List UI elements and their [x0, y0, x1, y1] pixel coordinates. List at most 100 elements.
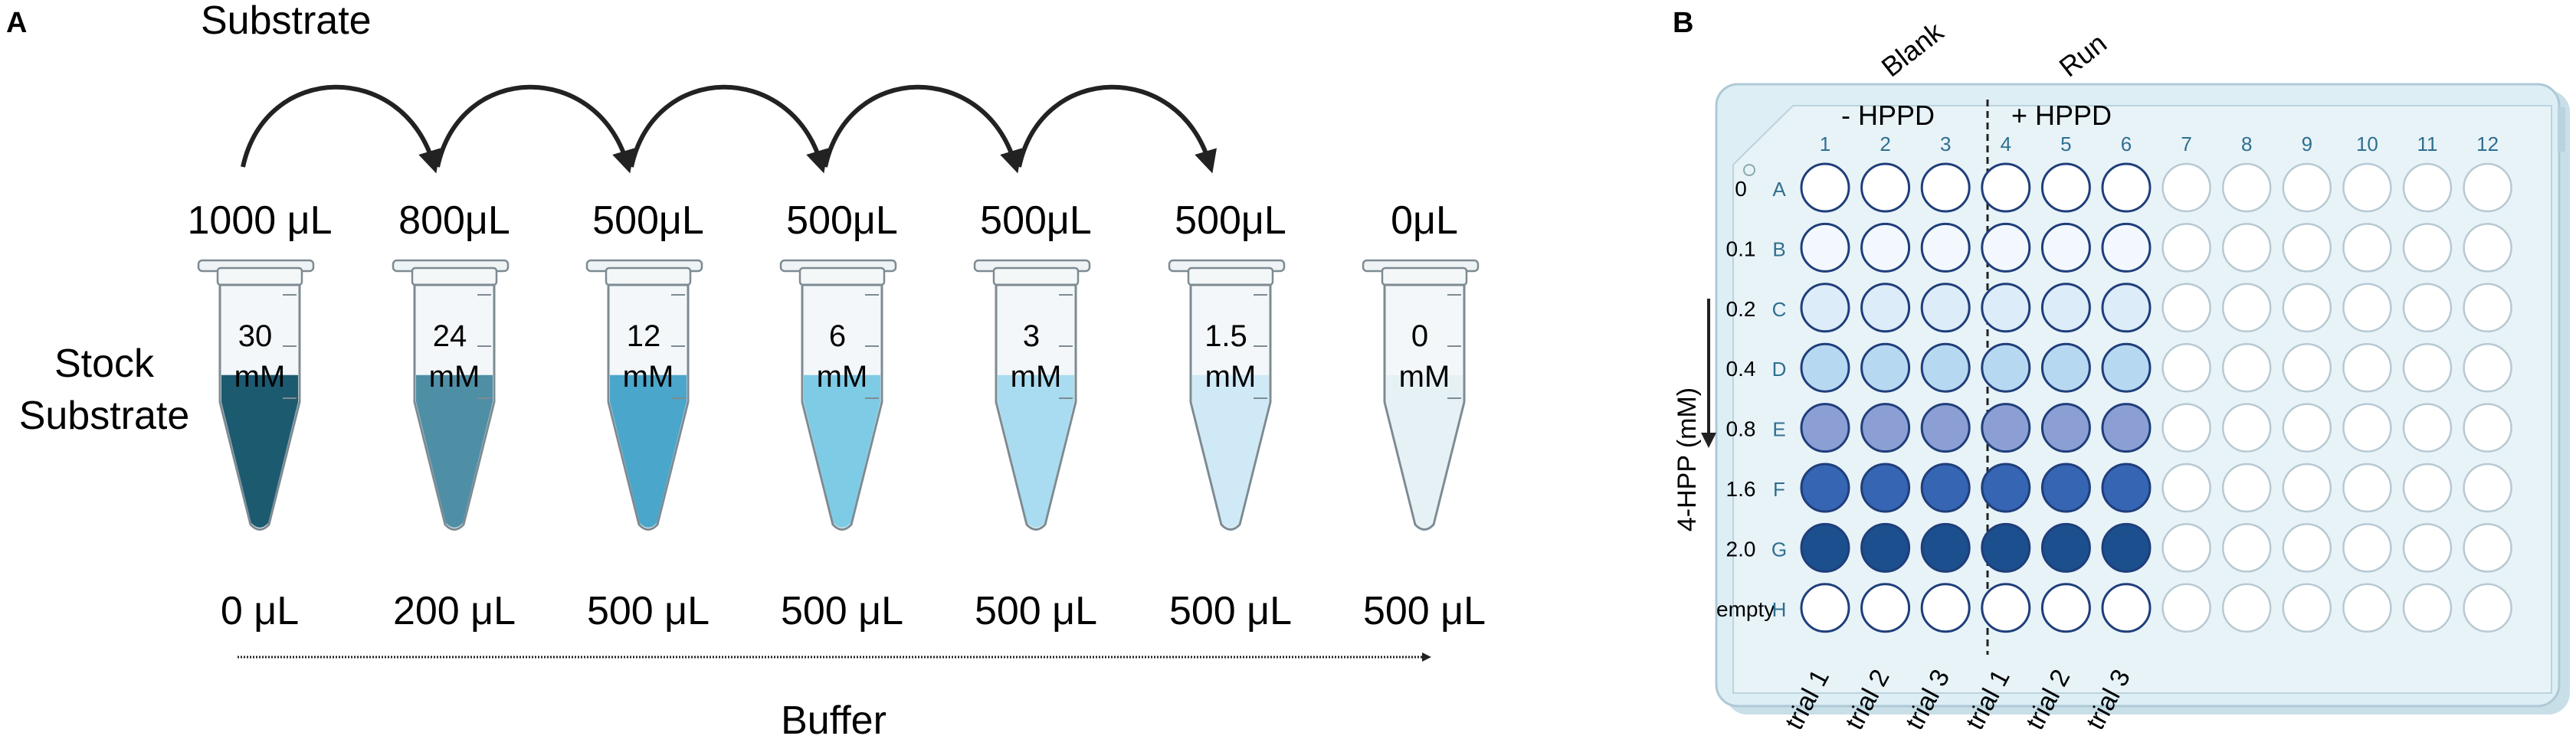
column-header: 7: [2181, 132, 2191, 155]
well-H8: [2221, 583, 2272, 633]
tube-liquid: [998, 374, 1074, 528]
well-B7: [2161, 223, 2211, 273]
well-G12: [2463, 523, 2512, 573]
well-H12: [2463, 583, 2512, 633]
column-header: 11: [2417, 132, 2438, 155]
well-F7: [2161, 463, 2211, 513]
transfer-arrow: [629, 84, 828, 174]
tube-cap: [216, 266, 303, 286]
row-letter: E: [1772, 418, 1785, 441]
row-letter: F: [1773, 478, 1785, 501]
well-C9: [2282, 283, 2332, 333]
tube-liquid: [1386, 374, 1463, 528]
plate-body: [1715, 83, 2561, 708]
well-A2: [1860, 162, 1911, 213]
well-A12: [2463, 162, 2512, 213]
tube-unit: mM: [1205, 360, 1257, 394]
minus-hppd-label: - HPPD: [1841, 100, 1935, 131]
tube-concentration: 24: [433, 319, 467, 353]
transfer-arrow: [823, 84, 1022, 174]
well-G3: [1920, 522, 1971, 573]
tube-cap: [992, 266, 1080, 286]
tube-top-volume: 500μL: [1175, 198, 1286, 243]
well-D7: [2161, 342, 2211, 393]
well-A9: [2282, 162, 2332, 213]
well-E4: [1981, 403, 2031, 453]
row-letter: H: [1772, 598, 1787, 621]
tube-cap: [1187, 266, 1274, 286]
well-B3: [1920, 222, 1971, 273]
tube-top-volume: 500μL: [592, 198, 704, 243]
column-header: 9: [2302, 132, 2312, 155]
well-G8: [2221, 523, 2272, 573]
row-value-label: 0.4: [1726, 357, 1756, 381]
run-label: Run: [2053, 27, 2112, 83]
trial-label: trial 3: [1900, 665, 1956, 734]
well-G10: [2342, 523, 2392, 573]
well-H3: [1920, 583, 1971, 633]
well-F9: [2282, 463, 2332, 513]
trial-label: trial 1: [1960, 665, 2016, 734]
well-A8: [2221, 162, 2272, 213]
well-D6: [2101, 342, 2152, 393]
well-A5: [2040, 162, 2091, 213]
tube-top-volume: 1000 μL: [187, 198, 332, 243]
well-C8: [2221, 283, 2272, 333]
well-A7: [2161, 162, 2211, 213]
well-E9: [2282, 403, 2332, 453]
well-C2: [1860, 283, 1911, 333]
tube-unit: mM: [1399, 360, 1450, 394]
well-B4: [1981, 222, 2031, 273]
column-header: 1: [1820, 132, 1830, 155]
tube-unit: mM: [1011, 360, 1062, 394]
buffer-label: Buffer: [781, 698, 887, 739]
well-D3: [1920, 342, 1971, 393]
row-value-label: 1.6: [1726, 477, 1756, 501]
well-E8: [2221, 403, 2272, 453]
tube-cap: [1381, 266, 1468, 286]
well-C12: [2463, 283, 2512, 333]
well-C10: [2342, 283, 2392, 333]
tube-concentration: 3: [1023, 319, 1040, 353]
well-G9: [2282, 523, 2332, 573]
row-value-label: empty: [1716, 597, 1775, 621]
well-E3: [1920, 403, 1971, 453]
tube-concentration: 12: [627, 319, 661, 353]
tube-buffer-volume: 500 μL: [781, 589, 903, 633]
column-header: 12: [2476, 132, 2499, 155]
row-value-label: 0.1: [1726, 237, 1756, 260]
well-E1: [1800, 403, 1850, 453]
blank-label: Blank: [1876, 15, 1950, 83]
tube-buffer-volume: 500 μL: [1363, 589, 1486, 633]
stock-label-line2: Substrate: [19, 394, 190, 438]
tube-top-volume: 0μL: [1391, 198, 1458, 243]
well-E10: [2342, 403, 2392, 453]
well-G11: [2402, 523, 2453, 573]
well-E5: [2040, 403, 2091, 453]
well-E11: [2402, 403, 2453, 453]
well-D5: [2040, 342, 2091, 393]
well-F1: [1800, 463, 1850, 513]
tube-buffer-volume: 500 μL: [1169, 589, 1292, 633]
well-F11: [2402, 463, 2453, 513]
tube-unit: mM: [623, 360, 674, 394]
well-D4: [1981, 342, 2031, 393]
well-B1: [1800, 222, 1850, 273]
transfer-arrow: [1017, 84, 1217, 174]
well-E7: [2161, 403, 2211, 453]
row-letter: D: [1772, 358, 1787, 381]
well-H10: [2342, 583, 2392, 633]
transfer-arrow: [241, 84, 441, 174]
well-D2: [1860, 342, 1911, 393]
plate-corner-marker: [1743, 164, 1755, 176]
plate-inner: [1732, 105, 2552, 694]
well-A11: [2402, 162, 2453, 213]
column-header: 3: [1940, 132, 1951, 155]
row-letter: G: [1771, 538, 1787, 561]
well-F12: [2463, 463, 2512, 513]
trial-label: trial 3: [2080, 665, 2136, 734]
tube-concentration: 0: [1411, 319, 1428, 353]
tube-cap: [411, 266, 498, 286]
